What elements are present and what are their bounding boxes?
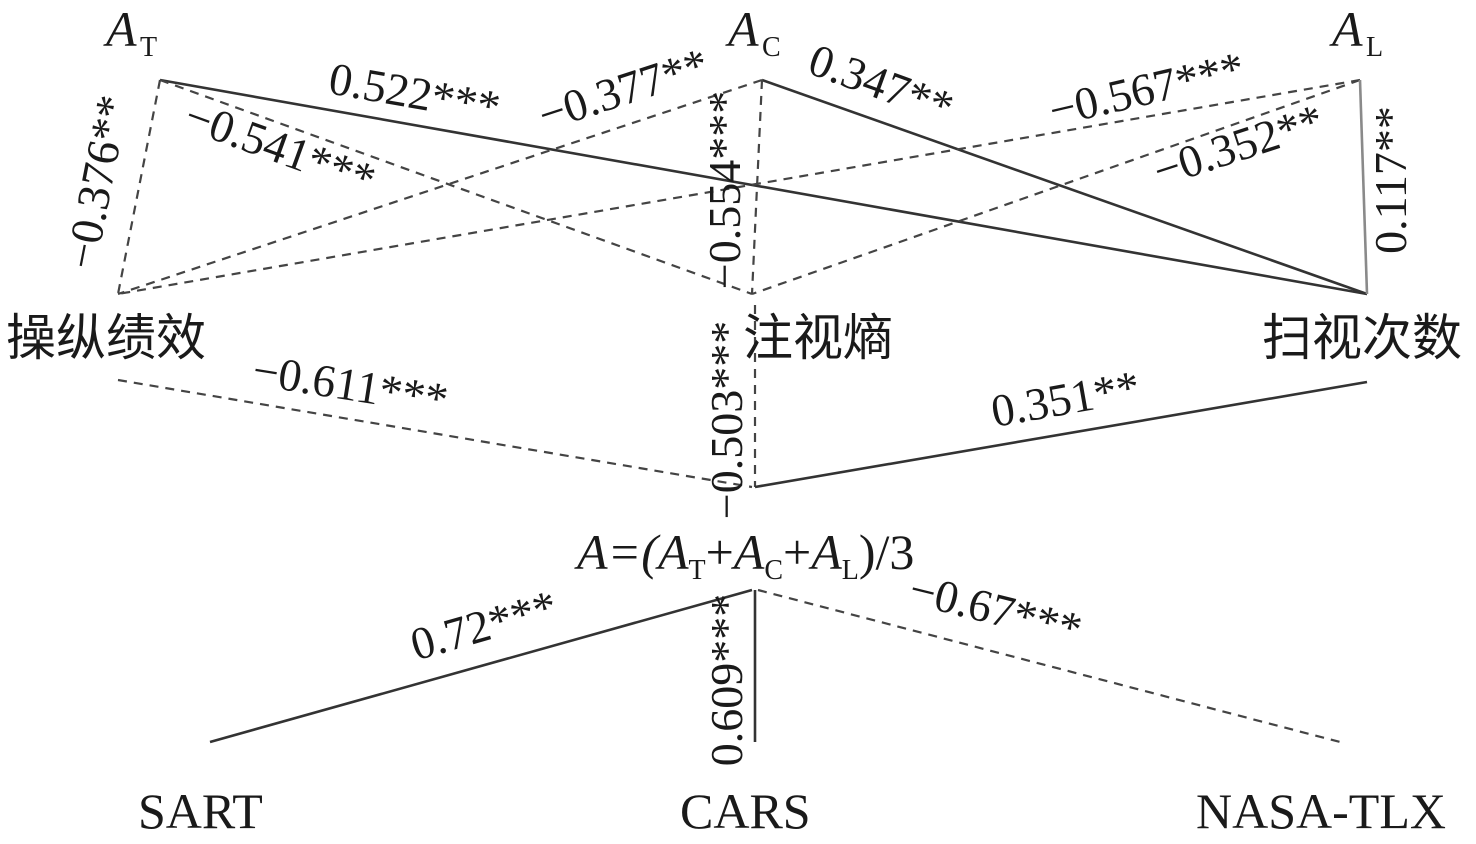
node-saccade-count: 扫视次数 bbox=[1262, 310, 1462, 366]
node-cars: CARS bbox=[680, 783, 811, 839]
coef-ac-entropy: −0.554*** bbox=[699, 91, 750, 289]
coef-entropy-a: −0.503*** bbox=[701, 321, 752, 519]
node-a-c-main: A bbox=[725, 1, 759, 57]
coef-operation-a: −0.611*** bbox=[249, 344, 451, 425]
edge-ac-scan bbox=[761, 78, 1368, 296]
coef-at-scan: 0.522*** bbox=[325, 53, 504, 133]
node-sart: SART bbox=[138, 783, 263, 839]
edge-al-scan bbox=[1358, 79, 1369, 295]
edge-a-sart bbox=[209, 588, 753, 744]
node-a-t: A T bbox=[103, 1, 157, 63]
coef-at-operation: −0.376** bbox=[55, 91, 139, 273]
edge-at-entropy bbox=[159, 78, 753, 296]
coef-ac-scan: 0.347** bbox=[802, 34, 960, 133]
node-formula: A=(AT+AC+AL)/3 bbox=[574, 524, 914, 586]
edge-a-nasa bbox=[757, 588, 1341, 744]
coef-al-scan: 0.117** bbox=[1365, 106, 1416, 254]
edge-ac-operation bbox=[117, 78, 763, 296]
node-nasa-tlx: NASA-TLX bbox=[1196, 783, 1446, 839]
coef-a-cars: 0.609*** bbox=[701, 594, 752, 767]
node-a-t-main: A bbox=[103, 1, 137, 57]
edge-scan-a bbox=[754, 380, 1368, 489]
edge-al-entropy bbox=[751, 78, 1361, 296]
node-fixation-entropy: 注视熵 bbox=[743, 310, 893, 366]
coef-a-sart: 0.72*** bbox=[405, 580, 563, 670]
node-a-l-sub: L bbox=[1366, 32, 1383, 63]
coef-a-nasa: −0.67*** bbox=[904, 563, 1087, 655]
node-a-l: A L bbox=[1329, 1, 1383, 63]
coef-al-operation: −0.567*** bbox=[1044, 42, 1249, 136]
node-a-c-sub: C bbox=[762, 32, 781, 63]
node-a-t-sub: T bbox=[140, 32, 157, 63]
node-a-l-main: A bbox=[1329, 1, 1363, 57]
edge-at-operation bbox=[116, 79, 162, 295]
edge-operation-a bbox=[117, 378, 753, 489]
edge-al-operation bbox=[117, 78, 1361, 296]
node-operation-performance: 操纵绩效 bbox=[6, 310, 206, 366]
node-a-c: A C bbox=[725, 1, 781, 63]
edge-ac-entropy bbox=[750, 79, 764, 295]
edge-at-scan bbox=[159, 78, 1368, 296]
coef-al-entropy: −0.352** bbox=[1147, 94, 1330, 197]
